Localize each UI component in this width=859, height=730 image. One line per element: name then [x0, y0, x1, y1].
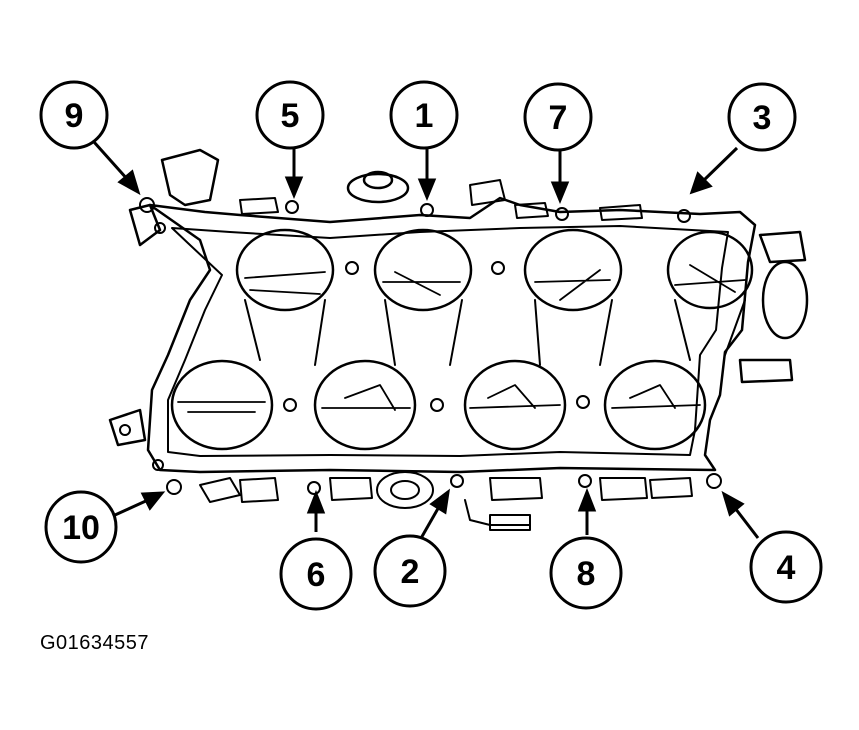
callout-leaders — [92, 140, 760, 541]
port-lower-3 — [463, 359, 567, 451]
bolt-5 — [285, 200, 299, 214]
callout-6: 6 — [279, 537, 353, 611]
callout-5: 5 — [255, 80, 325, 150]
port-upper-3 — [523, 228, 623, 312]
top-connectors — [239, 179, 643, 221]
bottom-connectors — [199, 471, 693, 531]
bolt-1 — [420, 203, 434, 217]
bolt-9 — [139, 197, 155, 213]
callout-7: 7 — [523, 82, 593, 152]
callout-9: 9 — [39, 80, 109, 150]
callout-4: 4 — [749, 530, 823, 604]
runner-tubes — [244, 299, 746, 366]
callout-2: 2 — [373, 534, 447, 608]
callout-label: 5 — [281, 97, 300, 135]
bolt-10 — [166, 479, 182, 495]
callouts: 9 5 1 7 3 10 6 2 8 4 — [39, 80, 823, 611]
bolt-8 — [578, 474, 592, 488]
port-upper-4 — [666, 230, 754, 310]
left-bracket — [108, 203, 162, 447]
callout-label: 1 — [415, 97, 434, 135]
callout-label: 10 — [62, 509, 100, 547]
callout-label: 6 — [307, 556, 326, 594]
bolt-7 — [555, 207, 569, 221]
port-lower-4 — [603, 359, 707, 451]
left-sensor — [160, 148, 220, 207]
callout-label: 4 — [777, 549, 796, 587]
upper-runner-ports — [235, 228, 754, 312]
port-lower-1 — [170, 359, 274, 451]
throttle-plates — [177, 264, 746, 413]
callout-label: 3 — [753, 99, 772, 137]
callout-label: 9 — [65, 97, 84, 135]
manifold-drawing — [108, 148, 809, 531]
callout-3: 3 — [727, 82, 797, 152]
figure-id-label: G01634557 — [40, 632, 150, 654]
lower-runner-ports — [170, 359, 707, 451]
bolt-3 — [677, 209, 691, 223]
gasket-outline — [167, 225, 729, 457]
callout-1: 1 — [389, 80, 459, 150]
port-lower-2 — [313, 359, 417, 451]
callout-label: 2 — [401, 553, 420, 591]
callout-label: 8 — [577, 555, 596, 593]
port-upper-1 — [235, 228, 335, 312]
callout-8: 8 — [549, 536, 623, 610]
top-cap — [346, 170, 410, 204]
right-throttle-body — [738, 230, 809, 384]
bolt-4 — [706, 473, 722, 489]
callout-10: 10 — [44, 490, 118, 564]
bolt-6 — [307, 481, 321, 495]
callout-label: 7 — [549, 99, 568, 137]
bolt-2 — [450, 474, 464, 488]
bolt-bosses — [119, 197, 722, 495]
manifold-flange-outline — [146, 196, 757, 474]
port-upper-2 — [373, 228, 473, 312]
